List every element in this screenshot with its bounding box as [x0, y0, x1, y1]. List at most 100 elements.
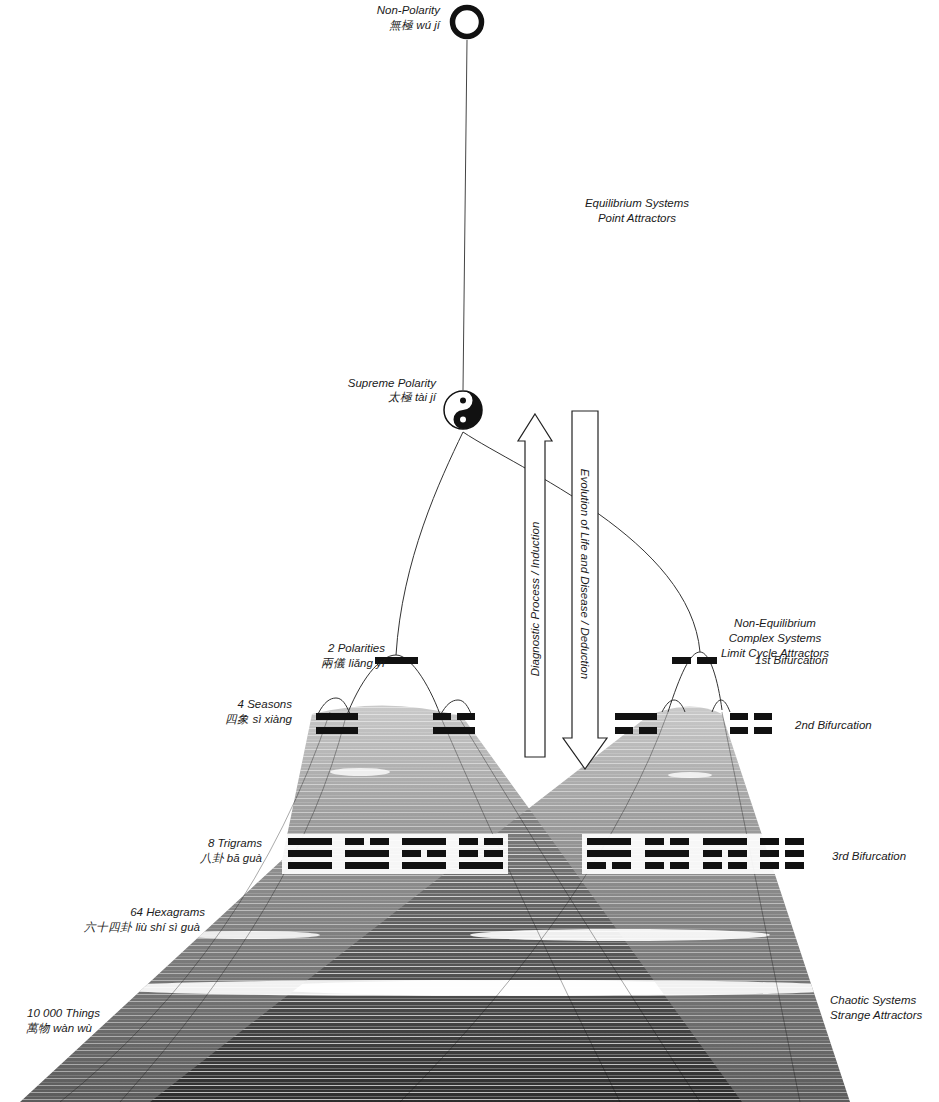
- yin-line: [785, 862, 804, 869]
- yin-line: [697, 657, 717, 664]
- yin-line: [370, 838, 389, 845]
- yang-line: [316, 713, 358, 720]
- yin-line: [615, 727, 633, 734]
- bifurcation-label: 2nd Bifurcation: [795, 718, 872, 732]
- yang-line: [587, 838, 631, 845]
- wuji-circle: Non-Polarity無極 wú jí: [449, 4, 485, 40]
- yang-line: [433, 727, 475, 734]
- yin-line: [459, 850, 478, 857]
- periodic-window: [470, 929, 770, 941]
- yang-line: [316, 727, 358, 734]
- level-label: 10 000 Things: [27, 1006, 100, 1020]
- trigram-band: [282, 834, 508, 874]
- taiji-symbol: Supreme Polarity太極 tài jí: [443, 390, 483, 430]
- yin-line: [345, 838, 364, 845]
- yin-line: [459, 838, 478, 845]
- branch-curve: [458, 716, 700, 1102]
- node-subheading: 太極 tài jí: [388, 390, 436, 404]
- yang-line: [288, 850, 332, 857]
- level-label: 4 Seasons: [238, 697, 292, 711]
- bifurcation-curve: [396, 432, 463, 655]
- yin-line: [760, 850, 779, 857]
- connector-line: [463, 40, 467, 390]
- yang-line: [288, 838, 332, 845]
- yin-line: [484, 838, 503, 845]
- system-label: Complex Systems: [729, 631, 822, 645]
- yin-line: [457, 713, 475, 720]
- yin-line: [484, 850, 503, 857]
- yang-line: [645, 850, 689, 857]
- bifurcation-curve: [668, 652, 722, 712]
- level-label: 八卦 bā guà: [200, 851, 262, 865]
- bifurcation-curve: [318, 698, 350, 714]
- yin-line: [645, 838, 664, 845]
- level-label: 六十四卦 liù shí sì guà: [84, 920, 200, 934]
- level-label: 8 Trigrams: [208, 836, 262, 850]
- taiji-symbol-outline: [443, 390, 483, 430]
- branch-curve: [60, 712, 330, 1102]
- wuji-circle-outline: [449, 4, 485, 40]
- arrow-label: Diagnostic Process / Induction: [528, 522, 542, 677]
- yang-line: [402, 838, 446, 845]
- periodic-window: [330, 768, 390, 776]
- branch-curve: [120, 720, 345, 1102]
- level-label: 64 Hexagrams: [130, 905, 205, 919]
- node-subheading: 無極 wú jí: [389, 18, 440, 32]
- yin-line: [785, 850, 804, 857]
- yang-line: [615, 713, 657, 720]
- yang-line: [345, 862, 389, 869]
- induction-arrow: Diagnostic Process / Induction: [517, 413, 553, 758]
- yin-line: [433, 713, 451, 720]
- bifurcation-curve: [712, 700, 730, 712]
- yin-line: [730, 713, 748, 720]
- periodic-window: [668, 772, 712, 778]
- yin-line: [670, 862, 689, 869]
- yin-line: [672, 657, 691, 664]
- yin-line: [754, 713, 772, 720]
- yin-line: [402, 850, 421, 857]
- yin-line: [703, 850, 722, 857]
- level-label: 2 Polarities: [328, 641, 385, 655]
- system-label: Strange Attractors: [830, 1008, 922, 1022]
- system-label: Non-Equilibrium: [734, 616, 816, 630]
- yin-line: [703, 862, 722, 869]
- yang-line: [345, 850, 389, 857]
- level-label: 萬物 wàn wù: [26, 1021, 92, 1035]
- bifurcation-label: 3rd Bifurcation: [832, 849, 906, 863]
- yin-line: [645, 862, 664, 869]
- level-label: 四象 sì xiàng: [225, 712, 292, 726]
- yin-line: [730, 727, 748, 734]
- node-heading: Non-Polarity: [377, 3, 440, 17]
- deduction-arrow: Evolution of Life and Disease / Deductio…: [562, 410, 608, 770]
- system-label: Point Attractors: [598, 211, 676, 225]
- yin-line: [754, 727, 772, 734]
- yang-line: [459, 862, 503, 869]
- yang-line: [402, 862, 446, 869]
- yin-line: [427, 850, 446, 857]
- periodic-window: [260, 980, 860, 996]
- branch-curve: [722, 712, 800, 1102]
- branch-curve: [442, 720, 620, 1102]
- yin-line: [785, 838, 804, 845]
- node-heading: Supreme Polarity: [348, 376, 436, 390]
- arrow-label: Evolution of Life and Disease / Deductio…: [578, 469, 592, 679]
- system-label: Chaotic Systems: [830, 993, 916, 1007]
- yang-line: [288, 862, 332, 869]
- yin-line: [670, 838, 689, 845]
- yin-line: [760, 838, 779, 845]
- yin-line: [639, 727, 657, 734]
- chaos-streaks: [150, 706, 850, 1102]
- bifurcation-label: 1st Bifurcation: [755, 653, 828, 667]
- yang-line: [703, 838, 747, 845]
- level-label: 兩儀 liǎng yí: [321, 656, 385, 670]
- system-label: Equilibrium Systems: [585, 196, 689, 210]
- trigram-band: [582, 834, 810, 874]
- yin-line: [728, 850, 747, 857]
- branch-curve: [400, 712, 668, 1102]
- yang-line: [587, 850, 631, 857]
- bifurcation-curve: [662, 700, 685, 712]
- yin-line: [760, 862, 779, 869]
